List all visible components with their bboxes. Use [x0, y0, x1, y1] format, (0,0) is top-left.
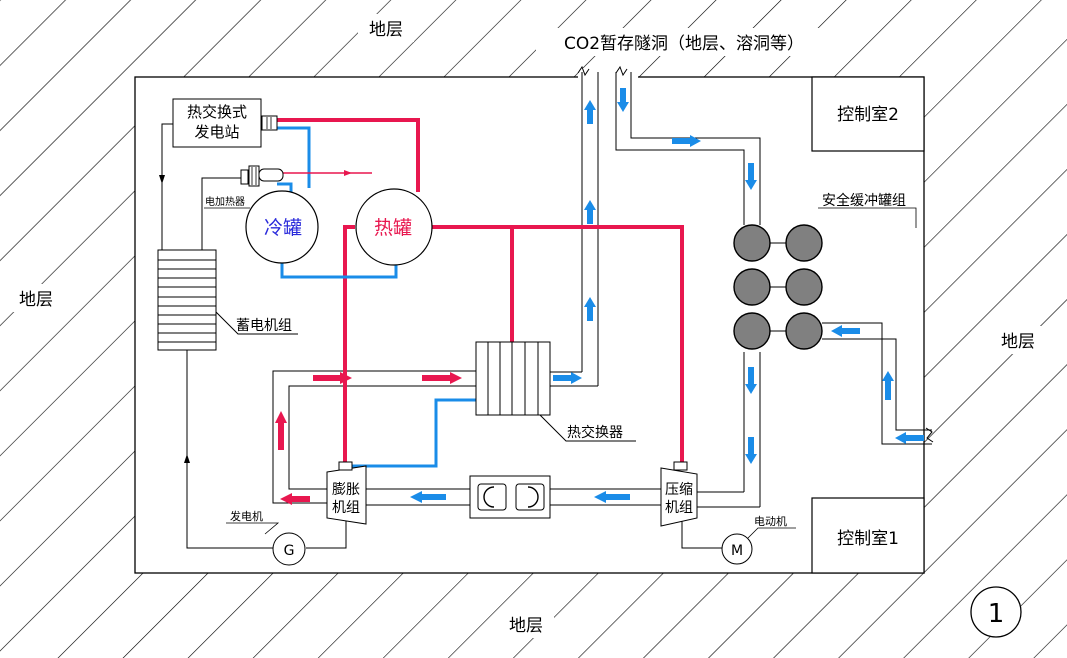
generator-label: 发电机 — [230, 509, 263, 523]
ground-label-top: 地层 — [369, 20, 403, 40]
station-connector-icon — [261, 115, 278, 131]
hot-tank-label: 热罐 — [374, 217, 412, 239]
heat-exchanger-label: 热交换器 — [567, 424, 623, 441]
expander-label-line2: 机组 — [332, 500, 360, 516]
expander-unit — [326, 465, 367, 525]
generator-symbol: G — [284, 543, 295, 559]
motor-label: 电动机 — [754, 514, 787, 528]
storage-unit-label: 蓄电机组 — [236, 318, 292, 334]
valve-assembly — [469, 475, 551, 519]
heat-exchange-power-station — [172, 98, 262, 148]
control-room-2 — [811, 76, 925, 152]
buffer-tank — [785, 268, 823, 306]
control-room-1 — [811, 497, 925, 574]
buffer-tank — [733, 268, 771, 306]
ground-label-bottom: 地层 — [509, 616, 543, 636]
heat-exchanger — [475, 341, 551, 416]
generator-icon — [272, 532, 306, 566]
expander-label-line1: 膨胀 — [332, 481, 360, 498]
cold-pipes — [277, 126, 476, 468]
buffer-tanks-label: 安全缓冲罐组 — [822, 192, 906, 209]
flow-arrows-blue — [410, 88, 924, 503]
compressor-label-line2: 机组 — [665, 500, 693, 516]
control-room-1-label: 控制室1 — [837, 529, 899, 549]
motor-icon — [721, 533, 753, 565]
buffer-tank — [733, 312, 771, 350]
figure-number-badge — [970, 586, 1022, 638]
station-label-line2: 发电站 — [194, 123, 239, 141]
tunnel-label: CO2暂存隧洞（地层、溶洞等） — [564, 34, 804, 54]
compressor-label-line1: 压缩 — [665, 482, 693, 498]
buffer-tank — [785, 312, 823, 350]
ground-label-left: 地层 — [19, 290, 53, 310]
hot-tank — [355, 188, 433, 266]
station-label-line1: 热交换式 — [187, 103, 247, 121]
control-room-2-label: 控制室2 — [837, 105, 899, 125]
ground-label-right: 地层 — [1001, 332, 1035, 352]
hot-pipes — [277, 118, 684, 468]
expander-port-icon — [338, 461, 353, 471]
buffer-tank — [733, 224, 771, 262]
storage-unit — [157, 249, 217, 351]
compressor-port-icon — [673, 461, 688, 471]
electric-heater-icon — [240, 165, 284, 187]
motor-symbol: M — [731, 543, 743, 559]
buffer-tank-group — [733, 224, 823, 350]
cold-tank-label: 冷罐 — [264, 217, 302, 239]
figure-number: 1 — [988, 599, 1005, 629]
wiring — [161, 123, 722, 549]
flow-arrows-red — [275, 372, 462, 505]
cold-tank — [245, 190, 319, 264]
buffer-tank — [785, 224, 823, 262]
compressor-unit — [660, 467, 698, 527]
electric-heater-label: 电加热器 — [205, 195, 245, 208]
